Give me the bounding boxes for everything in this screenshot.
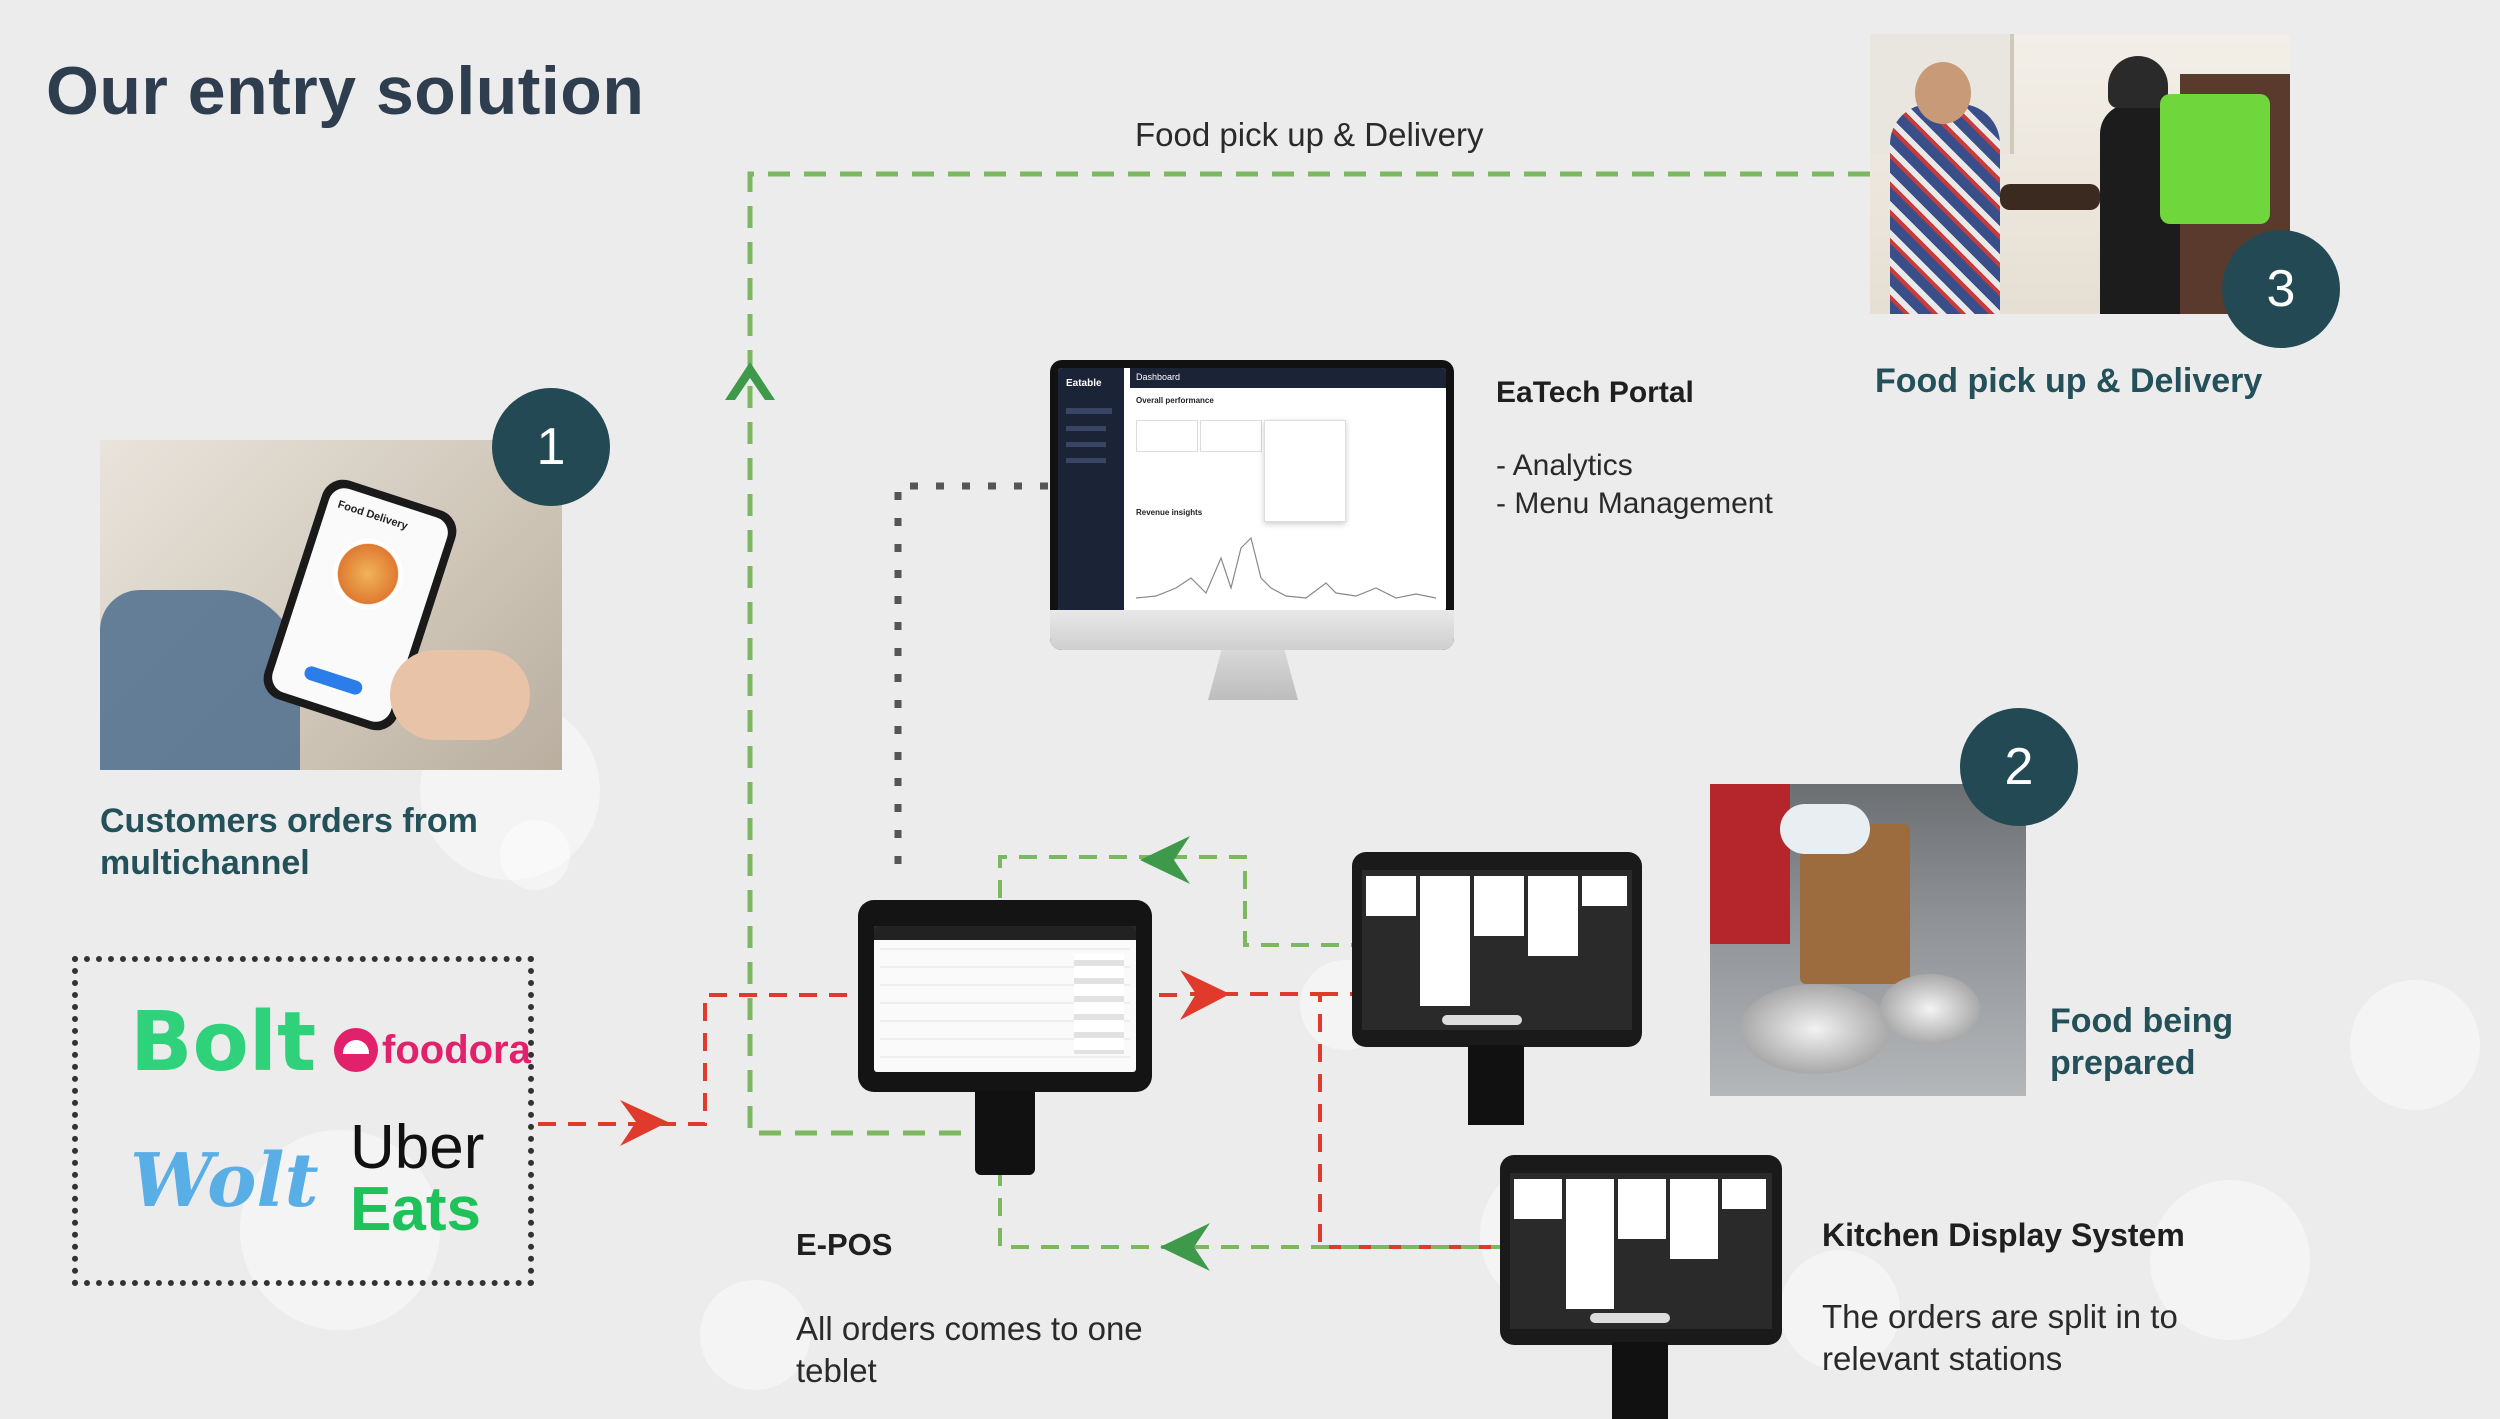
portal-title: EaTech Portal	[1496, 376, 1694, 409]
step-2-badge: 2	[1960, 708, 2078, 826]
step-3-badge: 3	[2222, 230, 2340, 348]
step-2-label: Food being prepared	[2050, 1002, 2234, 1082]
arrow-right-icon	[1180, 970, 1230, 1020]
arrow-right-icon	[620, 1100, 668, 1146]
bolt-logo: Bolt	[130, 995, 317, 1090]
kds-screen-1	[1352, 852, 1642, 1047]
epos-tablet	[858, 900, 1152, 1092]
portal-screen: Eatable Dashboard Overall performance Re…	[1058, 368, 1446, 612]
food-prep-photo	[1710, 784, 2026, 1096]
revenue-sparkline	[1136, 536, 1436, 599]
monitor-stand	[1208, 650, 1298, 700]
epos-description: All orders comes to one teblet	[796, 1310, 1143, 1389]
kds-stand	[1468, 1045, 1524, 1125]
kds-description: The orders are split in to relevant stat…	[1822, 1298, 2178, 1377]
portal-link-line	[894, 482, 1048, 880]
delivery-photo	[1870, 34, 2290, 314]
portal-monitor: Eatable Dashboard Overall performance Re…	[1050, 360, 1454, 650]
pickup-flow-line	[747, 171, 1870, 1136]
foodora-icon	[334, 1028, 378, 1072]
portal-feature-analytics: - Analytics	[1496, 449, 1633, 482]
step-3-label: Food pick up & Delivery	[1875, 362, 2263, 400]
epos-stand	[975, 1090, 1035, 1175]
up-arrow-icon	[725, 362, 775, 400]
step-1-badge: 1	[492, 388, 610, 506]
foodora-logo: foodora	[382, 1028, 531, 1072]
wolt-logo: Wolt	[130, 1138, 319, 1224]
kds-screen-2	[1500, 1155, 1782, 1345]
page-title: Our entry solution	[46, 53, 645, 129]
eats-logo: Eats	[350, 1175, 481, 1244]
portal-feature-menu: - Menu Management	[1496, 487, 1773, 520]
epos-title: E-POS	[796, 1227, 893, 1262]
top-flow-label: Food pick up & Delivery	[1135, 116, 1484, 153]
customer-phone-photo: Food Delivery	[100, 440, 562, 770]
kds-title: Kitchen Display System	[1822, 1217, 2185, 1253]
platforms-box	[72, 956, 534, 1286]
uber-logo: Uber	[350, 1113, 485, 1182]
step-1-label: Customers orders from multichannel	[100, 802, 478, 882]
kds-stand	[1612, 1342, 1668, 1419]
ready-return-line	[998, 855, 1360, 1078]
arrow-left-icon	[1140, 836, 1190, 884]
arrow-left-icon	[1160, 1223, 1210, 1271]
kds-order-line	[1190, 992, 1500, 1249]
